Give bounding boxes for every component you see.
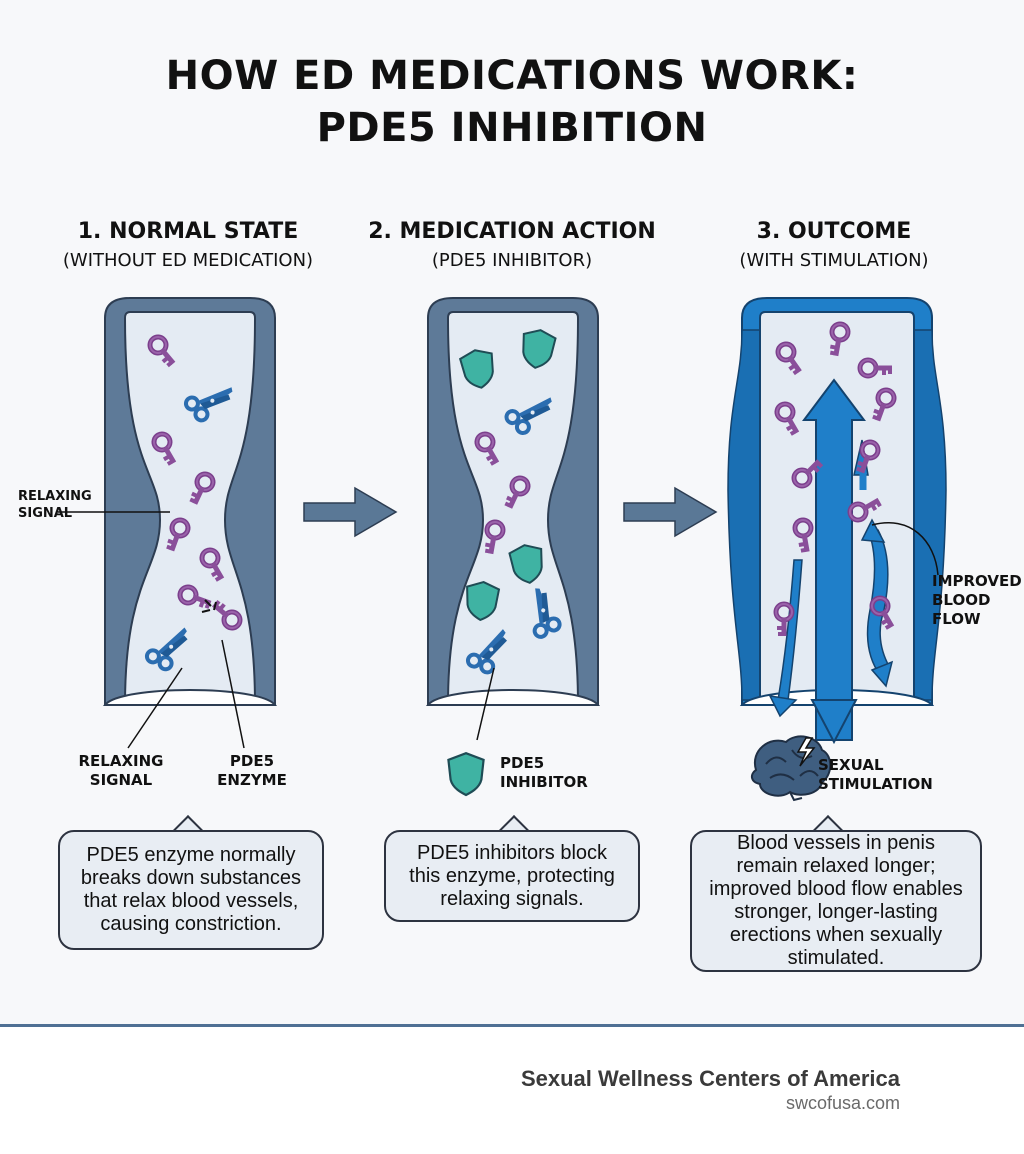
panel-3-header: 3. OUTCOME (WITH STIMULATION) [664,218,1004,274]
vessel-normal [102,297,278,706]
panel-3-subheading: (WITH STIMULATION) [739,250,929,271]
panel-1-subheading: (WITHOUT ED MEDICATION) [62,250,314,271]
pde5-inhibitor-label: PDE5 INHIBITOR [500,754,588,791]
relaxing-signal-label: RELAXING SIGNAL [78,752,164,789]
footer [0,1027,1024,1154]
panel-2-header: 2. MEDICATION ACTION (PDE5 INHIBITOR) [342,218,682,274]
panel-1-keys [142,334,244,673]
brand-name: Sexual Wellness Centers of America [520,1066,900,1091]
title-line-2: PDE5 INHIBITION [316,105,708,151]
explanation-bubble-3: Blood vessels in penis remain relaxed lo… [690,830,982,972]
lightning-icon [796,737,816,767]
sexual-stimulation-label: SEXUAL STIMULATION [818,756,933,793]
leader-line [871,522,939,576]
brand-url: swcofusa.com [785,1093,900,1113]
explanation-bubble-1: PDE5 enzyme normally breaks down substan… [58,830,324,950]
pde5-enzyme-label: PDE5 ENZYME [217,752,287,789]
panel-2-heading: 2. MEDICATION ACTION [368,219,656,244]
arrow-icon [303,486,398,538]
diagram-art [58,297,947,802]
arrow-icon [623,486,718,538]
relaxing-signal-side-label: RELAXING SIGNAL [18,489,92,521]
panel-3-heading: 3. OUTCOME [756,219,912,244]
title-line-1: HOW ED MEDICATIONS WORK: [165,53,859,99]
panel-1-header: 1. NORMAL STATE (WITHOUT ED MEDICATION) [18,218,358,274]
leader-line [476,667,495,741]
footer-divider [0,1024,1024,1027]
panel-1-heading: 1. NORMAL STATE [77,219,299,244]
explanation-bubble-2: PDE5 inhibitors block this enzyme, prote… [384,830,640,922]
footer-brand: Sexual Wellness Centers of America swcof… [521,1066,900,1114]
improved-blood-flow-label: IMPROVED BLOOD FLOW [932,572,1022,628]
leader-line [127,667,183,749]
panel-2-subheading: (PDE5 INHIBITOR) [431,250,593,271]
shield-icon [447,752,485,797]
leader-line [221,639,245,749]
break-mark [201,599,217,613]
page-title: HOW ED MEDICATIONS WORK: PDE5 INHIBITION [0,50,1024,154]
